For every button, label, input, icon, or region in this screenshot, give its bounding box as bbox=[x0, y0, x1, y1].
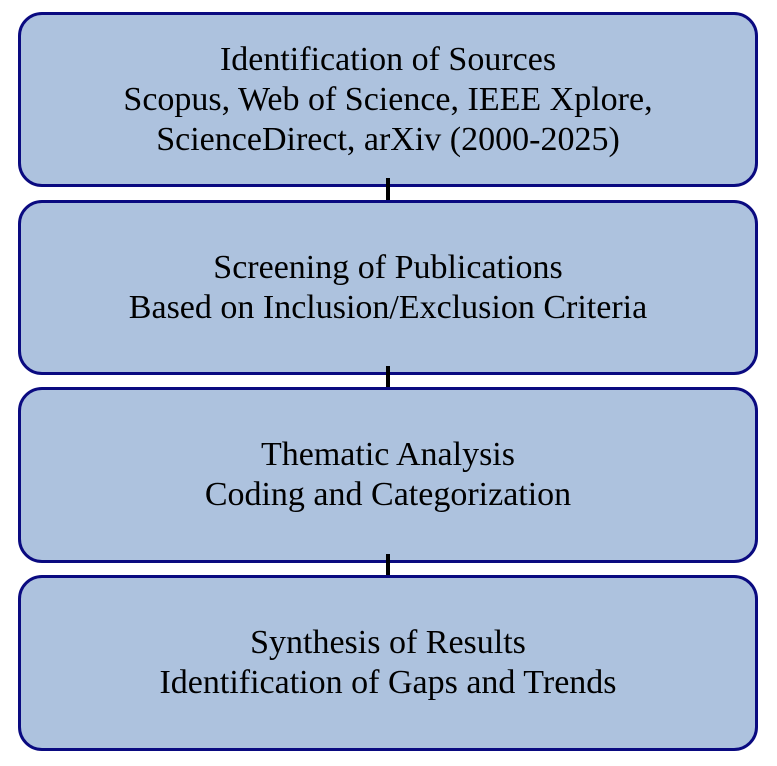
step-detail: Scopus, Web of Science, IEEE Xplore, bbox=[123, 80, 653, 118]
step-detail: Coding and Categorization bbox=[204, 476, 572, 513]
step-title: Thematic Analysis bbox=[260, 436, 515, 473]
step-title: Synthesis of Results bbox=[250, 624, 526, 661]
step-box-thematic-analysis: Thematic Analysis Coding and Categorizat… bbox=[18, 387, 758, 563]
step-detail: Based on Inclusion/Exclusion Criteria bbox=[128, 288, 648, 326]
step-box-synthesis: Synthesis of Results Identification of G… bbox=[18, 575, 758, 751]
step-title: Identification of Sources bbox=[219, 40, 557, 78]
step-detail: Identification of Gaps and Trends bbox=[159, 664, 617, 701]
step-box-identification: Identification of Sources Scopus, Web of… bbox=[18, 12, 758, 187]
step-title: Screening of Publications bbox=[213, 248, 563, 286]
step-box-screening: Screening of Publications Based on Inclu… bbox=[18, 200, 758, 375]
step-detail: ScienceDirect, arXiv (2000-2025) bbox=[156, 120, 620, 158]
